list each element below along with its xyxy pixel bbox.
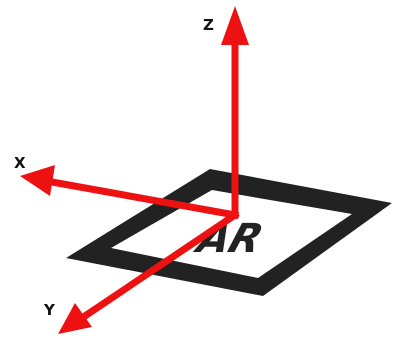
z-axis-arrowhead [221, 6, 249, 45]
ar-marker: AR [66, 169, 392, 296]
y-axis-arrowhead [58, 303, 92, 334]
y-axis-line [77, 210, 240, 323]
z-axis [221, 6, 249, 219]
y-axis [58, 210, 240, 334]
x-axis-label: X [14, 154, 26, 172]
y-axis-label: Y [43, 301, 56, 319]
x-axis-line [47, 177, 240, 220]
z-axis-label: Z [203, 16, 214, 34]
origin-point [231, 211, 239, 219]
x-axis [20, 165, 240, 220]
x-axis-arrowhead [20, 165, 55, 196]
